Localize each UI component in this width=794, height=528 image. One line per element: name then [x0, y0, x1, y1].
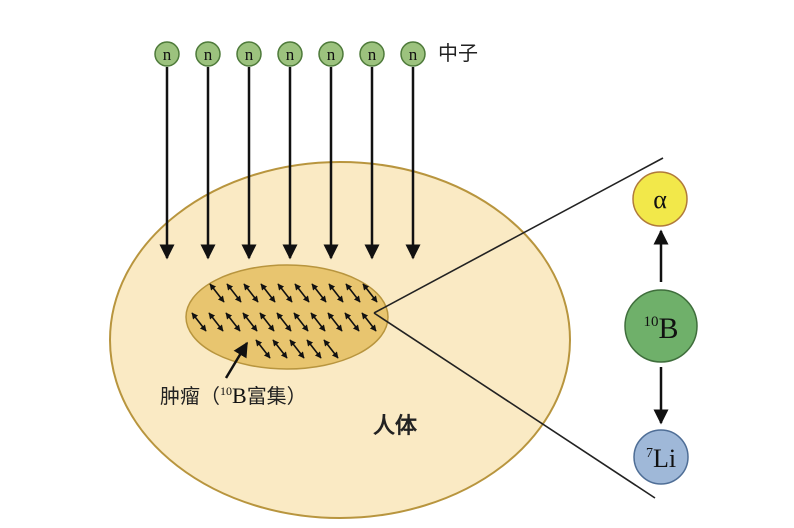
double-arrow: [255, 339, 271, 359]
neutron-circle: [195, 41, 221, 67]
boron-10-label: 10B: [643, 312, 678, 345]
alpha-symbol: α: [653, 185, 667, 214]
zoom-line-lower: [373, 312, 656, 499]
neutron-symbol: n: [409, 45, 418, 64]
neutron: n: [277, 41, 303, 260]
alpha-particle: [632, 171, 688, 227]
double-arrow: [361, 312, 377, 332]
double-arrow: [306, 339, 322, 359]
lithium-7-nucleus: [633, 429, 689, 485]
tumor-label-suffix: 富集）: [247, 384, 307, 408]
double-arrow: [323, 339, 339, 359]
double-arrow: [328, 283, 344, 303]
neutron-label: 中子: [438, 41, 478, 65]
double-arrow: [208, 312, 224, 332]
neutron-symbol: n: [245, 45, 254, 64]
neutron-symbol: n: [327, 45, 336, 64]
neutron-circle: [154, 41, 180, 67]
neutron-circle: [318, 41, 344, 67]
double-arrow: [344, 312, 360, 332]
double-arrow: [345, 283, 361, 303]
neutron: n: [359, 41, 385, 260]
tumor-label: 肿瘤（10B富集）: [160, 383, 307, 408]
double-arrow: [260, 283, 276, 303]
double-arrow: [272, 339, 288, 359]
neutron: n: [318, 41, 344, 260]
neutron-circle: [277, 41, 303, 67]
body-label: 人体: [373, 414, 418, 439]
neutron: n: [154, 41, 180, 260]
double-arrow: [209, 283, 225, 303]
tumor-label-isotope-mass: 10: [220, 384, 232, 398]
zoom-line-upper: [373, 157, 664, 314]
double-arrow: [311, 283, 327, 303]
tumor-pointer-arrow: [224, 341, 249, 379]
neutron-symbol: n: [204, 45, 213, 64]
double-arrow: [289, 339, 305, 359]
double-arrow: [362, 283, 378, 303]
double-arrow: [293, 312, 309, 332]
lithium-mass: 7: [646, 446, 653, 461]
double-arrow: [310, 312, 326, 332]
double-arrow: [225, 312, 241, 332]
double-arrow: [242, 312, 258, 332]
tumor-label-isotope-symbol: B: [232, 383, 247, 408]
neutron-circle: [400, 41, 426, 67]
neutron-symbol: n: [368, 45, 377, 64]
double-arrow: [191, 312, 207, 332]
double-arrow: [327, 312, 343, 332]
double-arrow: [294, 283, 310, 303]
neutron-symbol: n: [163, 45, 172, 64]
tumor-ellipse: [185, 264, 389, 370]
neutron: n: [400, 41, 426, 260]
lithium-symbol: Li: [653, 444, 676, 473]
double-arrow: [226, 283, 242, 303]
boron-10-nucleus: [624, 289, 698, 363]
neutron-symbol: n: [286, 45, 295, 64]
lithium-7-label: 7Li: [646, 444, 676, 473]
neutron-circle: [359, 41, 385, 67]
tumor-label-prefix: 肿瘤（: [160, 384, 220, 408]
double-arrow: [276, 312, 292, 332]
double-arrow: [243, 283, 259, 303]
neutron: n: [236, 41, 262, 260]
boron-mass: 10: [643, 314, 658, 330]
boron-particle-arrows: [191, 283, 378, 359]
neutron-circle: [236, 41, 262, 67]
double-arrow: [259, 312, 275, 332]
neutron: n: [195, 41, 221, 260]
boron-symbol: B: [658, 312, 678, 345]
double-arrow: [277, 283, 293, 303]
